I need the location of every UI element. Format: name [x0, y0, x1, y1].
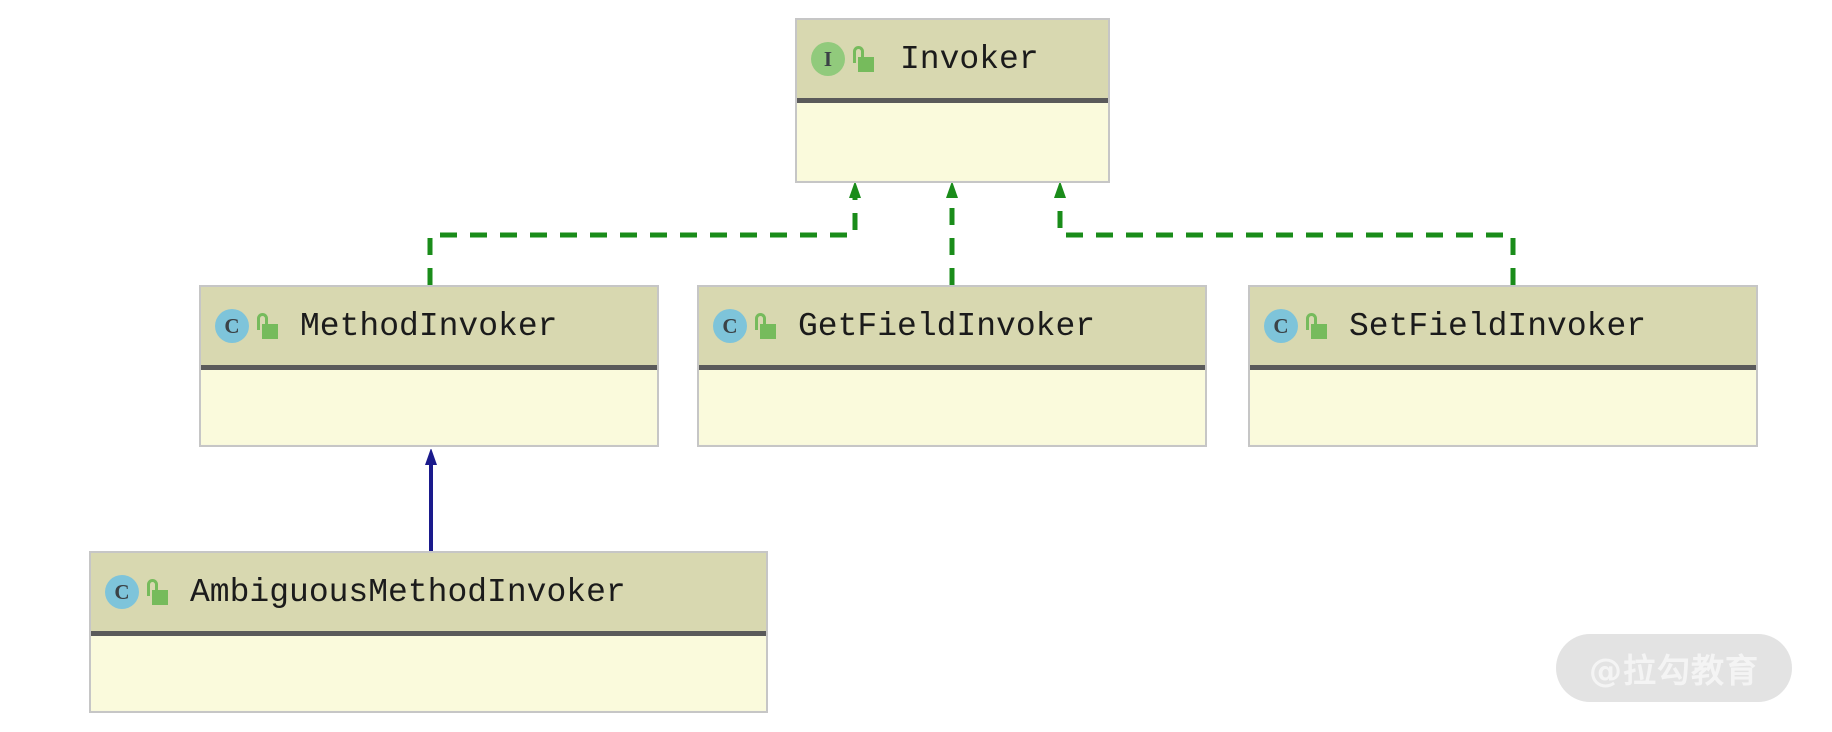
class-badge-icon: C: [105, 575, 139, 609]
interface-badge-icon: I: [811, 42, 845, 76]
uml-class-members: [1250, 370, 1756, 444]
edge-method-invoker-realizes-invoker: [427, 196, 855, 285]
edge-setfield-invoker-realizes-invoker: [1060, 196, 1516, 285]
unlock-icon: [146, 579, 168, 605]
uml-class-name: SetFieldInvoker: [1349, 307, 1647, 345]
class-badge-icon: C: [215, 309, 249, 343]
uml-class-getfield-invoker[interactable]: C GetFieldInvoker: [697, 285, 1207, 447]
watermark-text: @拉勾教育: [1589, 651, 1759, 690]
uml-class-header: C SetFieldInvoker: [1250, 287, 1756, 370]
uml-class-members: [699, 370, 1205, 444]
uml-class-name: GetFieldInvoker: [798, 307, 1096, 345]
uml-class-header: C GetFieldInvoker: [699, 287, 1205, 370]
uml-class-name: Invoker: [900, 40, 1039, 78]
class-badge-icon: C: [713, 309, 747, 343]
class-badge-icon: C: [1264, 309, 1298, 343]
unlock-icon: [754, 313, 776, 339]
uml-class-name: AmbiguousMethodInvoker: [190, 573, 626, 611]
unlock-icon: [1305, 313, 1327, 339]
uml-class-members: [201, 370, 657, 444]
uml-class-members: [91, 636, 766, 710]
uml-class-name: MethodInvoker: [300, 307, 558, 345]
uml-class-members: [797, 103, 1108, 180]
unlock-icon: [852, 46, 874, 72]
uml-class-invoker[interactable]: I Invoker: [795, 18, 1110, 183]
unlock-icon: [256, 313, 278, 339]
uml-class-method-invoker[interactable]: C MethodInvoker: [199, 285, 659, 447]
uml-class-setfield-invoker[interactable]: C SetFieldInvoker: [1248, 285, 1758, 447]
watermark-badge: @拉勾教育: [1556, 634, 1792, 702]
uml-class-header: C AmbiguousMethodInvoker: [91, 553, 766, 636]
uml-class-ambiguous-method-invoker[interactable]: C AmbiguousMethodInvoker: [89, 551, 768, 713]
uml-class-header: C MethodInvoker: [201, 287, 657, 370]
uml-class-header: I Invoker: [797, 20, 1108, 103]
